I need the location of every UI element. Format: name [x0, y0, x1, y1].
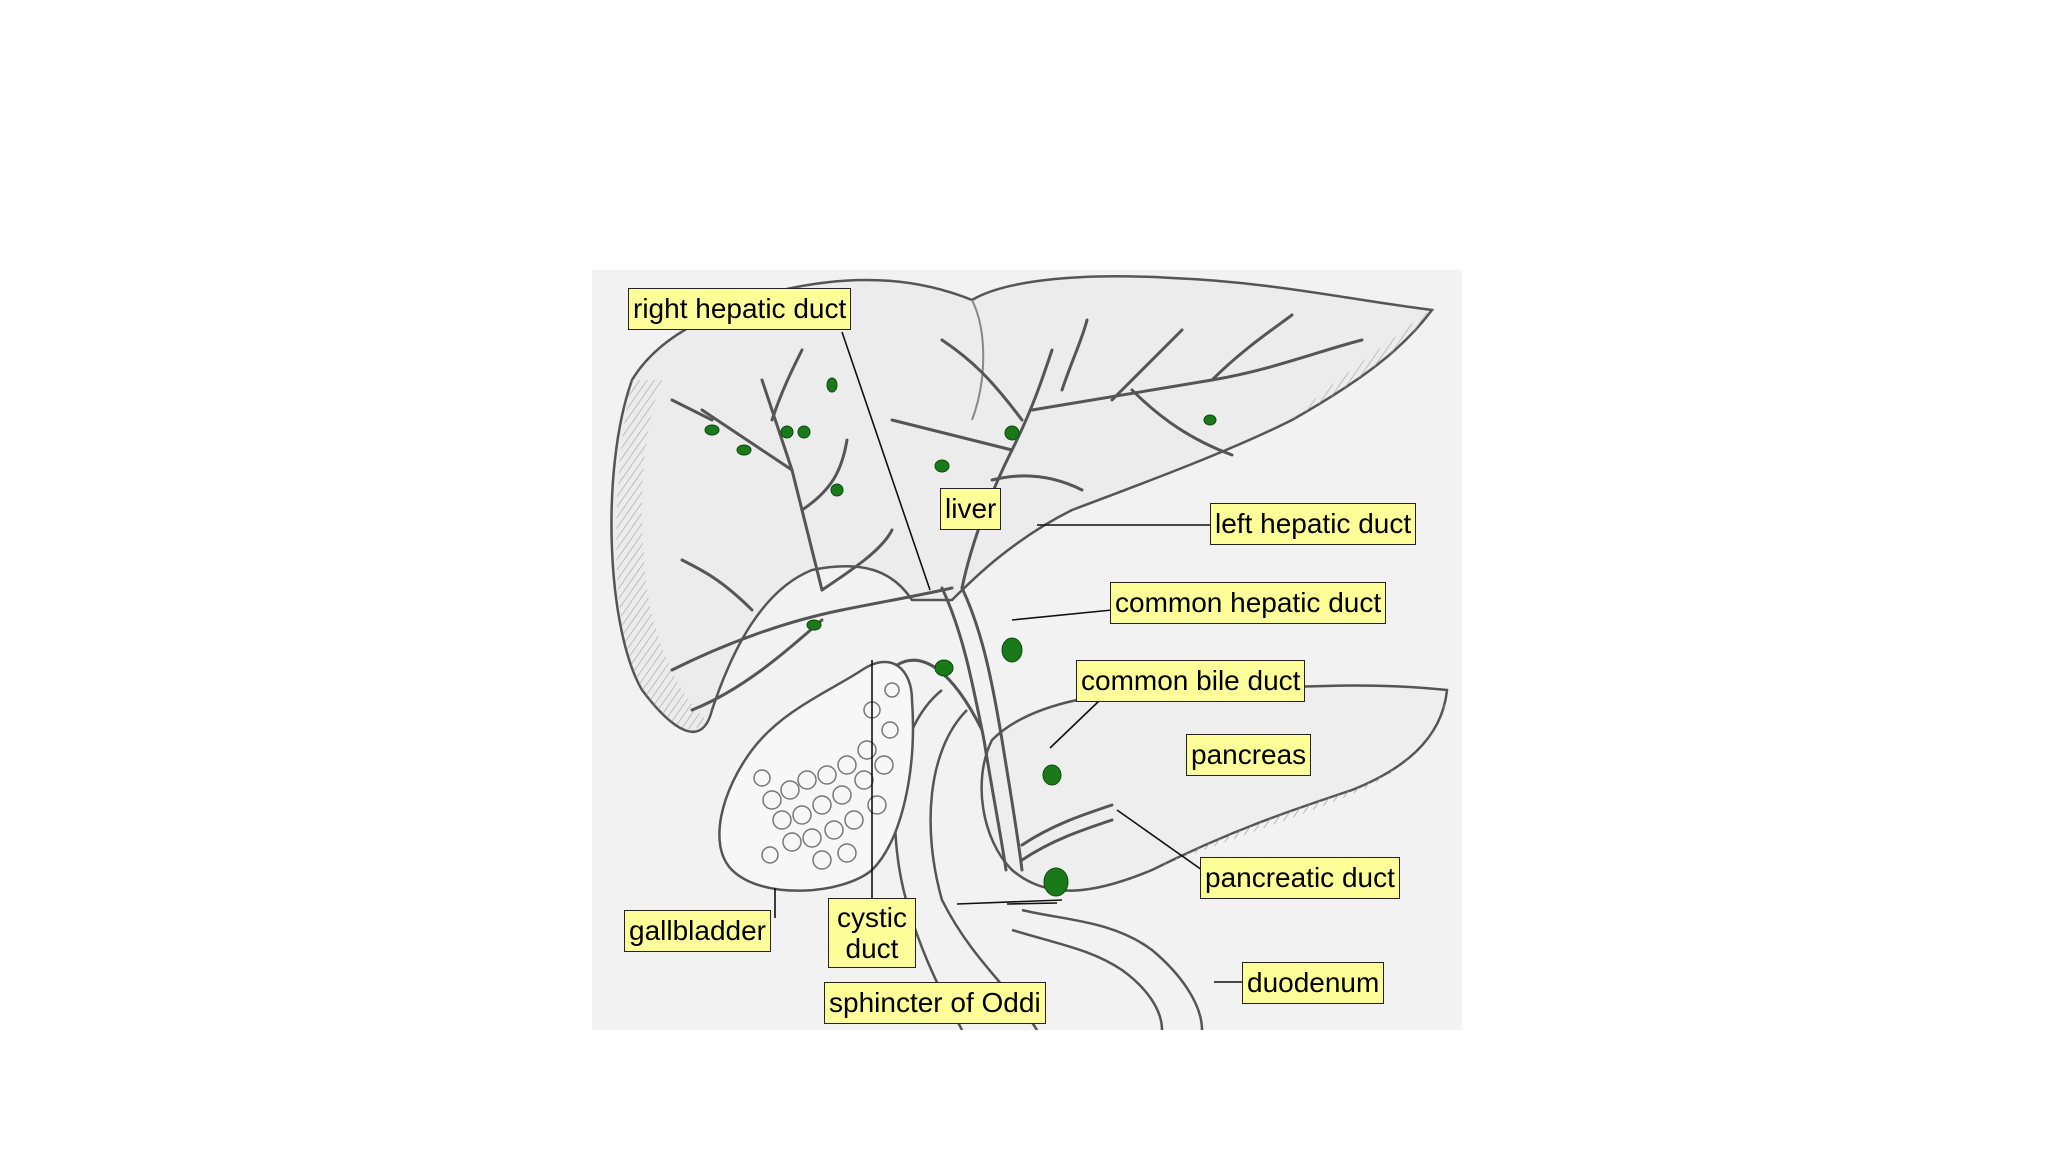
bile-ducts — [670, 313, 1364, 872]
label-sphincter-of-oddi: sphincter of Oddi — [824, 982, 1046, 1024]
label-liver: liver — [940, 488, 1002, 530]
anatomy-illustration — [610, 275, 1449, 1030]
label-right-hepatic-duct: right hepatic duct — [628, 288, 852, 330]
label-pancreas: pancreas — [1186, 734, 1312, 776]
label-cystic-duct: cystic duct — [828, 898, 916, 968]
label-common-hepatic-duct: common hepatic duct — [1110, 582, 1387, 624]
leader-lines — [774, 331, 1242, 983]
duodenum-tail — [1021, 908, 1204, 1030]
label-gallbladder: gallbladder — [624, 910, 771, 952]
label-pancreatic-duct: pancreatic duct — [1200, 857, 1400, 899]
gallstones — [753, 682, 900, 870]
liver-fissure — [971, 299, 985, 421]
label-left-hepatic-duct: left hepatic duct — [1210, 503, 1417, 545]
duodenum-tail-inner — [1011, 928, 1164, 1030]
liver-shading — [616, 380, 707, 729]
duct-nodes — [704, 377, 1217, 897]
gallbladder-shape — [718, 660, 915, 892]
liver-shading-right — [1292, 310, 1432, 420]
biliary-diagram: right hepatic duct liver left hepatic du… — [592, 270, 1462, 1030]
label-common-bile-duct: common bile duct — [1076, 660, 1306, 702]
label-duodenum: duodenum — [1242, 962, 1385, 1004]
